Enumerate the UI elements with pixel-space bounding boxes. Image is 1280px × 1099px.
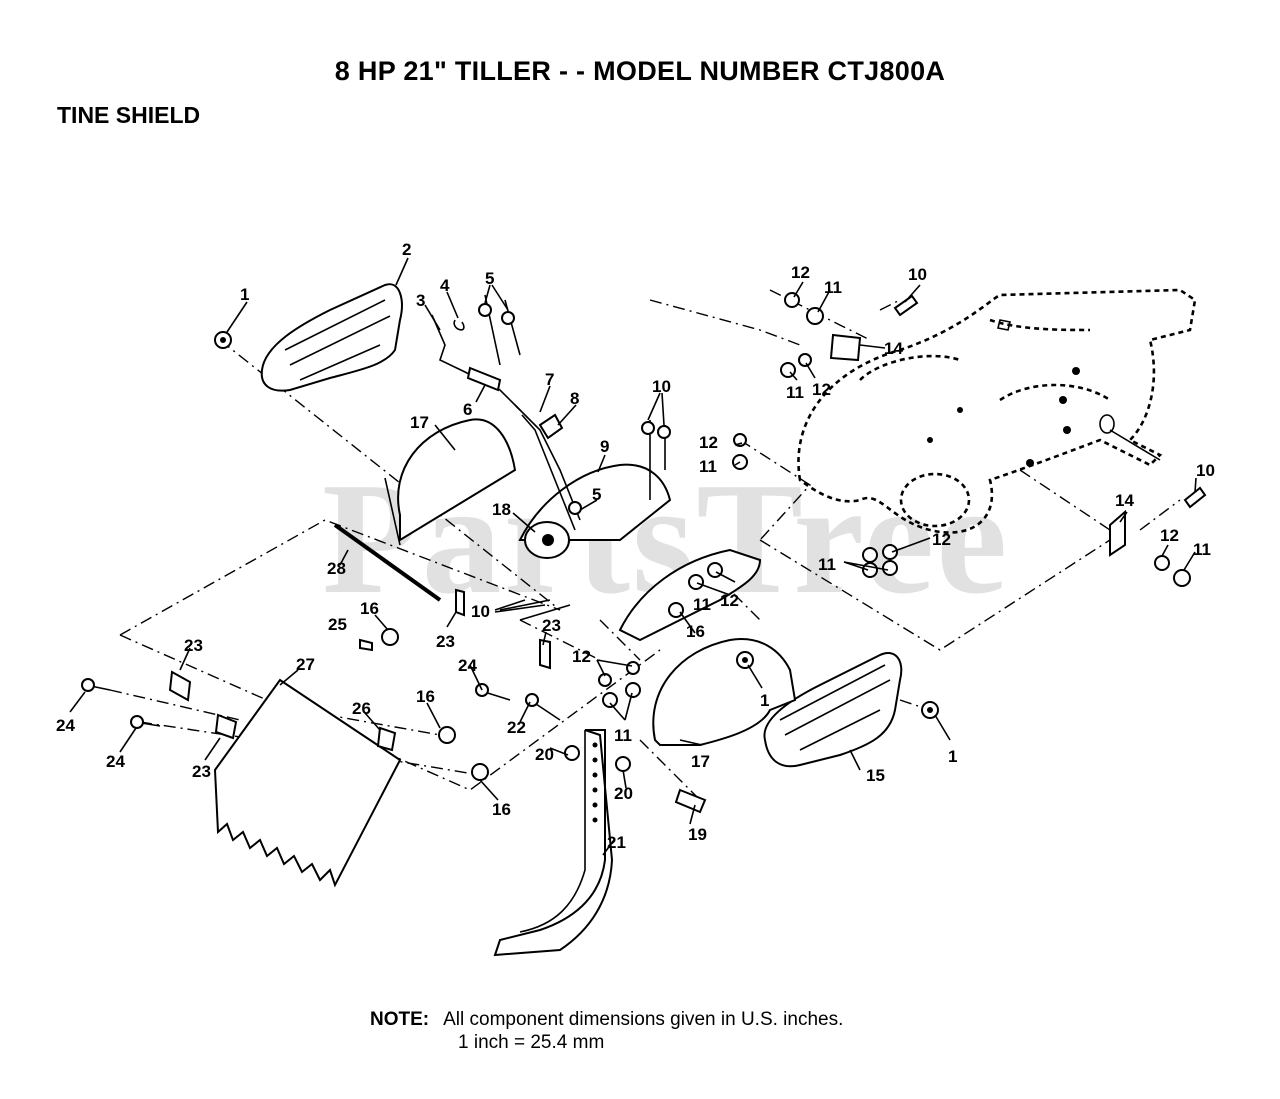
callout-11f: 11	[824, 278, 842, 297]
callout-14b: 14	[884, 339, 903, 358]
callout-23c: 23	[184, 636, 203, 655]
callout-12d: 12	[932, 530, 951, 549]
callout-17b: 17	[691, 752, 710, 771]
callout-7: 7	[545, 370, 554, 389]
callout-24: 24	[458, 656, 477, 675]
callout-6: 6	[463, 400, 472, 419]
callout-15: 15	[866, 766, 885, 785]
page-title: 8 HP 21" TILLER - - MODEL NUMBER CTJ800A	[334, 56, 946, 86]
note-label: NOTE:	[370, 1009, 430, 1030]
tine-shield-hood	[518, 463, 762, 642]
callout-20: 20	[535, 745, 554, 764]
callout-18: 18	[492, 500, 511, 519]
control-linkage	[431, 294, 581, 531]
callout-23: 23	[436, 632, 455, 651]
side-plate-left	[260, 283, 403, 392]
callout-10b: 10	[471, 602, 490, 621]
callout-21: 21	[607, 833, 626, 852]
callout-12b: 12	[720, 591, 739, 610]
callout-16c: 16	[416, 687, 435, 706]
fasteners	[81, 292, 1207, 814]
callout-9: 9	[600, 437, 609, 456]
callout-27: 27	[296, 655, 315, 674]
callout-12f: 12	[791, 263, 810, 282]
callout-8: 8	[570, 389, 579, 408]
callout-16d: 16	[492, 800, 511, 819]
leader-lines	[69, 257, 1197, 856]
callout-25: 25	[328, 615, 347, 634]
tine-shield-right	[652, 638, 797, 746]
callout-5b: 5	[592, 485, 601, 504]
callout-16b: 16	[686, 622, 705, 641]
section-heading: TINE SHIELD	[57, 102, 201, 128]
callout-1c: 1	[948, 747, 957, 766]
depth-bar	[493, 729, 614, 957]
callout-10: 10	[652, 377, 671, 396]
note-line-1: All component dimensions given in U.S. i…	[443, 1009, 844, 1030]
callout-10c: 10	[1196, 461, 1215, 480]
callout-19: 19	[688, 825, 707, 844]
callout-12g: 12	[812, 380, 831, 399]
callout-24c: 24	[106, 752, 125, 771]
callout-14: 14	[1115, 491, 1134, 510]
callout-28: 28	[327, 559, 346, 578]
callout-12c: 12	[572, 647, 591, 666]
callout-11e: 11	[1193, 540, 1211, 559]
callout-11: 11	[699, 457, 717, 476]
callout-11c: 11	[614, 726, 632, 745]
callout-23d: 23	[192, 762, 211, 781]
callout-11d: 11	[818, 555, 836, 574]
callout-10d: 10	[908, 265, 927, 284]
callout-3: 3	[416, 291, 425, 310]
tine-shield-left	[384, 418, 517, 546]
rod	[333, 523, 442, 602]
dimension-note: NOTE: All component dimensions given in U…	[370, 1008, 843, 1054]
drag-flap	[213, 678, 402, 888]
callout-1: 1	[240, 285, 249, 304]
callout-numbers: 1 2 3 4 5 6 7 8 9 10 12 11 17 18 5 28 16…	[56, 240, 1215, 852]
callout-26: 26	[352, 699, 371, 718]
callout-11b: 11	[693, 595, 711, 614]
callout-22: 22	[507, 718, 526, 737]
callout-16: 16	[360, 599, 379, 618]
callout-4: 4	[440, 276, 450, 295]
note-line-2: 1 inch = 25.4 mm	[458, 1032, 605, 1053]
callout-12e: 12	[1160, 526, 1179, 545]
callout-23b: 23	[542, 616, 561, 635]
callout-20b: 20	[614, 784, 633, 803]
callout-11g: 11	[786, 383, 804, 402]
callout-1b: 1	[760, 691, 769, 710]
callout-2: 2	[402, 240, 411, 259]
callout-24b: 24	[56, 716, 75, 735]
callout-17: 17	[410, 413, 429, 432]
engine-frame-outline	[797, 288, 1197, 534]
callout-12: 12	[699, 433, 718, 452]
callout-5: 5	[485, 269, 494, 288]
